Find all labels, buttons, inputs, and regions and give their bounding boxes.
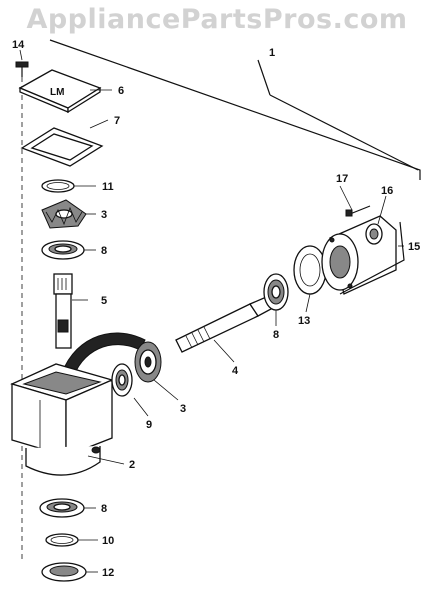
callout-3-upper: 3 xyxy=(101,209,107,221)
vertical-shaft-part xyxy=(53,273,73,349)
callout-1: 1 xyxy=(269,47,275,59)
upper-bearing-part xyxy=(41,240,85,260)
seal-part xyxy=(365,223,383,245)
lower-bearing-part xyxy=(39,498,85,518)
callout-8-middle: 8 xyxy=(273,329,279,341)
bolt-part xyxy=(345,205,371,217)
callout-15: 15 xyxy=(408,241,420,253)
lower-seal-part xyxy=(41,562,87,582)
lower-bevel-gear-part xyxy=(134,341,162,383)
flange-gasket-part xyxy=(293,245,327,295)
horizontal-bearing-part xyxy=(111,363,133,397)
gasket-part xyxy=(20,127,104,167)
callout-16: 16 xyxy=(381,185,393,197)
callout-12: 12 xyxy=(102,567,114,579)
cover-plate-part: LM xyxy=(18,69,102,114)
svg-text:LM: LM xyxy=(50,87,64,98)
leader-lines xyxy=(19,49,404,573)
callout-8-upper: 8 xyxy=(101,245,107,257)
gear-housing-part xyxy=(10,363,114,476)
callout-7: 7 xyxy=(114,115,120,127)
callout-13: 13 xyxy=(298,315,310,327)
callout-9: 9 xyxy=(146,419,152,431)
callout-14: 14 xyxy=(12,39,25,51)
screw-part xyxy=(15,61,29,77)
assembly-bracket-1 xyxy=(49,39,421,180)
callout-11: 11 xyxy=(102,181,114,193)
callout-10: 10 xyxy=(102,535,114,547)
callout-6: 6 xyxy=(118,85,124,97)
watermark-logo: AppliancePartsPros.com xyxy=(26,4,408,35)
callout-8-lower: 8 xyxy=(101,503,107,515)
bearing-housing-part xyxy=(321,215,397,295)
callout-2: 2 xyxy=(129,459,135,471)
middle-bearing-part xyxy=(263,273,289,311)
lower-retaining-ring-part xyxy=(45,533,79,547)
callout-17: 17 xyxy=(336,173,348,185)
upper-bevel-gear-part xyxy=(41,199,87,229)
retaining-ring-part xyxy=(41,179,75,193)
assembly-bracket-15 xyxy=(339,221,405,295)
callout-4: 4 xyxy=(232,365,239,377)
callout-3-lower: 3 xyxy=(180,403,186,415)
callout-5: 5 xyxy=(101,295,107,307)
